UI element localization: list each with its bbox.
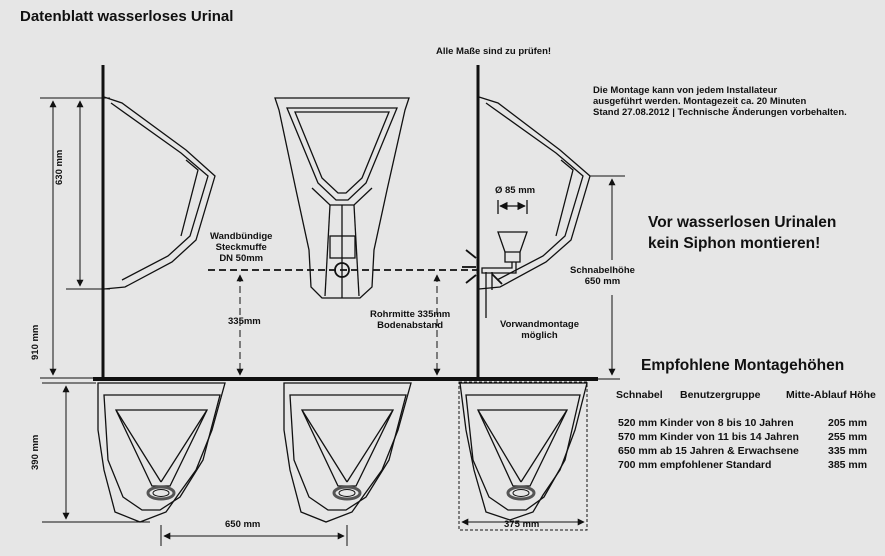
cell-drain: 335 mm — [828, 445, 868, 457]
socket-label-line: Steckmuffe — [215, 241, 267, 253]
urinal-side-profile — [103, 96, 216, 290]
header-group: Benutzergruppe — [680, 389, 761, 401]
dim-910-label: 910 mm — [30, 324, 41, 360]
pipe-center-label: Rohrmitte 335mm Bodenabstand — [370, 309, 451, 332]
drain-cup — [497, 231, 528, 253]
socket-label: Wandbündige Steckmuffe DN 50mm — [210, 231, 273, 265]
dim-630-label: 630 mm — [54, 149, 65, 185]
cell-drain: 255 mm — [828, 431, 868, 443]
cell-spout: 520 mm — [618, 417, 658, 429]
cell-group: Kinder von 8 bis 10 Jahren — [660, 417, 794, 429]
notice-check-dimensions: Alle Maße sind zu prüfen! — [436, 46, 552, 57]
diameter-label: Ø 85 mm — [495, 185, 536, 196]
socket-label-line: DN 50mm — [219, 252, 264, 264]
header-spout: Schnabel — [616, 389, 663, 401]
top-view-2 — [283, 382, 412, 523]
dimension-spout-height — [590, 175, 625, 376]
cell-spout: 700 mm — [618, 459, 658, 471]
table-title: Empfohlene Montagehöhen — [641, 357, 845, 374]
cell-group: ab 15 Jahren & Erwachsene — [660, 445, 799, 457]
cell-drain: 205 mm — [828, 417, 868, 429]
header-drain: Mitte-Ablauf Höhe — [786, 389, 876, 401]
pipe-center-line — [208, 269, 480, 376]
cell-spout: 570 mm — [618, 431, 658, 443]
front-wall-label-line: möglich — [521, 329, 558, 341]
urinal-side-profile-right — [478, 96, 591, 290]
cell-spout: 650 mm — [618, 445, 658, 457]
spout-height-label: Schnabelhöhe 650 mm — [570, 265, 635, 288]
info-line: Stand 27.08.2012 | Technische Änderungen… — [593, 106, 847, 118]
dim-335-label: 335mm — [228, 316, 261, 327]
drain-box — [329, 235, 356, 259]
side-view-right — [462, 65, 591, 378]
cell-group: Kinder von 11 bis 14 Jahren — [660, 431, 799, 443]
cell-group: empfohlener Standard — [660, 459, 772, 471]
warning-line: kein Siphon montieren! — [648, 235, 821, 252]
cell-drain: 385 mm — [828, 459, 868, 471]
pipe-center-label-line: Bodenabstand — [377, 319, 444, 331]
front-wall-label-line: Vorwandmontage — [500, 319, 579, 330]
top-view-1 — [97, 382, 226, 523]
page-title: Datenblatt wasserloses Urinal — [20, 8, 234, 25]
dim-375-label: 375 mm — [504, 519, 540, 530]
spout-height-label-line: 650 mm — [584, 275, 621, 287]
dim-390-label: 390 mm — [30, 434, 41, 470]
urinal-front-outline — [274, 97, 410, 299]
socket-label-line: Wandbündige — [210, 231, 273, 242]
warning-line: Vor wasserlosen Urinalen — [648, 214, 837, 231]
warning-block: Vor wasserlosen Urinalen kein Siphon mon… — [648, 212, 836, 254]
info-line: ausgeführt werden. Montagezeit ca. 20 Mi… — [593, 95, 807, 107]
dim-650-spacing-label: 650 mm — [225, 519, 261, 530]
spout-height-label-line: Schnabelhöhe — [570, 265, 635, 276]
pipe-center-label-line: Rohrmitte 335mm — [370, 309, 451, 320]
dimension-lines-bottom — [42, 382, 585, 546]
info-line: Die Montage kann von jedem Installateur — [593, 85, 778, 96]
side-view-left — [101, 65, 216, 378]
info-block: Die Montage kann von jedem Installateur … — [593, 85, 847, 119]
top-view-3 — [458, 381, 588, 531]
dimension-lines-left — [40, 97, 110, 379]
front-wall-label: Vorwandmontage möglich — [500, 319, 579, 342]
front-view-center — [274, 97, 410, 299]
